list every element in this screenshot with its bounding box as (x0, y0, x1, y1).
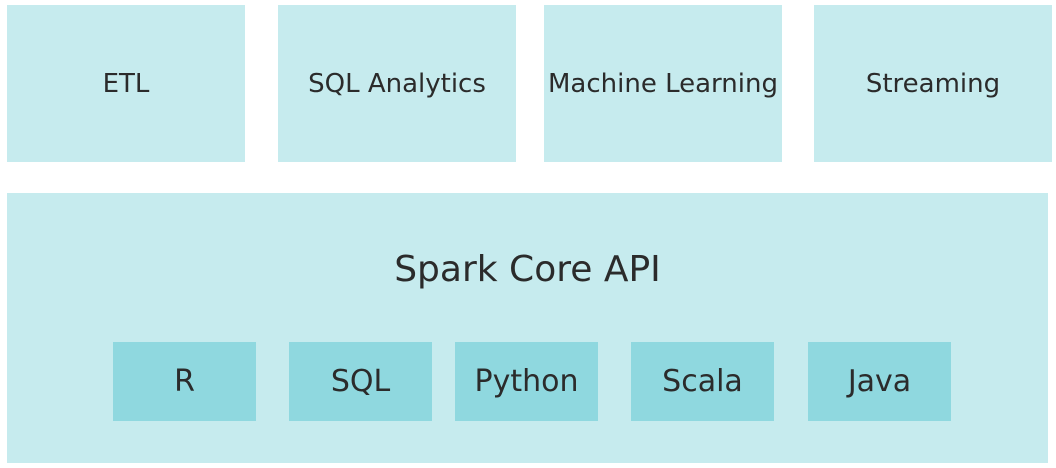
streaming-label: Streaming (865, 68, 1001, 99)
language-label-python: Python (474, 364, 579, 399)
machine-learning-block: Machine Learning (544, 5, 782, 162)
language-block-python: Python (455, 342, 598, 421)
language-block-scala: Scala (631, 342, 774, 421)
language-label-java: Java (847, 364, 912, 399)
language-label-sql: SQL (330, 364, 391, 399)
streaming-block: Streaming (814, 5, 1052, 162)
language-label-scala: Scala (662, 364, 743, 399)
spark-core-block: Spark Core API R SQL Python Scala Java (7, 193, 1048, 463)
etl-block: ETL (7, 5, 245, 162)
machine-learning-label: Machine Learning (548, 68, 778, 99)
language-block-java: Java (808, 342, 951, 421)
sql-analytics-block: SQL Analytics (278, 5, 516, 162)
language-block-r: R (113, 342, 256, 421)
spark-core-title: Spark Core API (394, 249, 661, 290)
sql-analytics-label: SQL Analytics (308, 68, 486, 99)
etl-label: ETL (102, 68, 150, 99)
language-label-r: R (174, 364, 195, 399)
language-block-sql: SQL (289, 342, 432, 421)
